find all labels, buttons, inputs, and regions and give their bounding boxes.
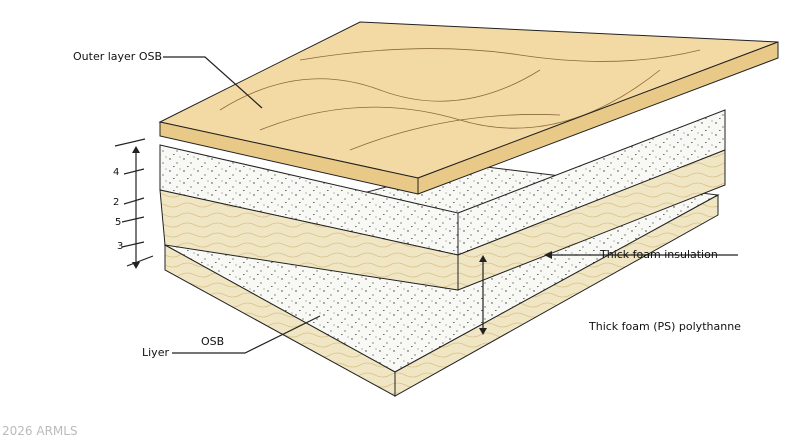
dimension-number: 3 [117,241,124,252]
foam-insulation-block [159,109,726,291]
arrowheads [132,146,552,335]
leader-lines [114,56,738,354]
label-thick-foam-ps: Thick foam (PS) polythanne [589,320,741,333]
watermark: 2026 ARMLS [2,424,78,438]
dimension-number: 2 [113,197,120,208]
label-osb: OSB [201,335,225,348]
label-thick-foam-insulation: Thick foam insulation [600,248,718,261]
label-liyer: Liyer [142,346,169,359]
label-outer-layer-osb: Outer layer OSB [73,50,163,63]
top-osb-board [158,21,779,195]
dimension-number: 4 [113,167,120,178]
dimension-number: 5 [115,217,122,228]
